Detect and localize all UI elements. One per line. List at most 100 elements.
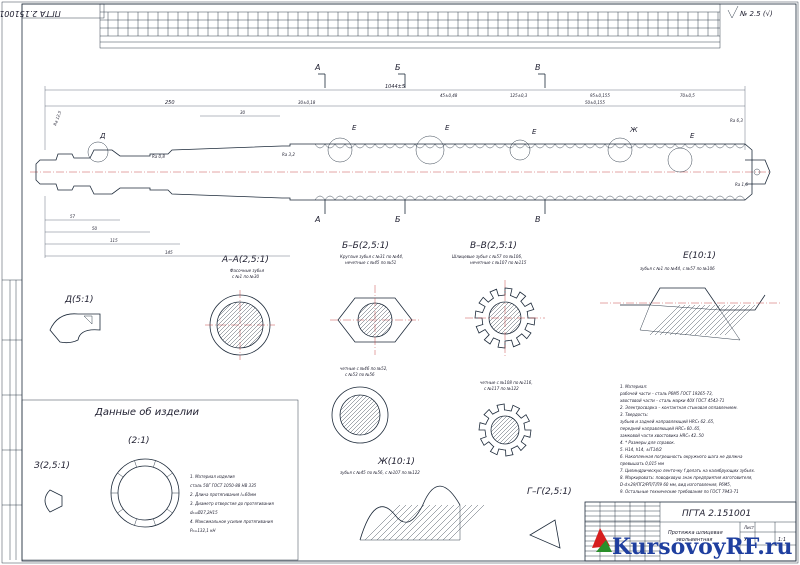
tooth-top xyxy=(494,143,506,149)
detail-e-title: Е(10:1) xyxy=(683,251,716,261)
hatch-line xyxy=(217,302,234,348)
hatch-line xyxy=(370,504,407,541)
tooth-top xyxy=(564,143,576,149)
hatch-line xyxy=(340,395,349,435)
tooth-bottom xyxy=(644,195,656,201)
hatch-line xyxy=(340,395,380,435)
hatch-line xyxy=(406,504,443,541)
tooth-bottom xyxy=(324,195,336,201)
tooth-bottom xyxy=(374,195,386,201)
section-vv-title: В–В(2,5:1) xyxy=(470,241,517,251)
hatch-line xyxy=(375,303,392,337)
hatch-line xyxy=(508,302,521,334)
tech-req-line: 8. Маркировать: поводковую знак предприя… xyxy=(620,475,753,480)
hatch-line xyxy=(724,304,756,336)
hatch-line xyxy=(654,304,686,336)
tech-req-line: замковой части хвостовика HRC₃ 42..50 xyxy=(620,433,704,438)
tooth-bottom xyxy=(514,195,526,201)
hatch-line xyxy=(400,504,437,541)
tooth-top xyxy=(434,143,446,149)
tooth-top xyxy=(524,143,536,149)
svg-text:125±0,3: 125±0,3 xyxy=(510,93,528,98)
hatch-line xyxy=(430,504,467,541)
svg-text:с №1 по №30: с №1 по №30 xyxy=(232,274,259,279)
hatch-line xyxy=(359,395,380,435)
hole-spline xyxy=(134,518,137,526)
tech-req-line: рабочей части – сталь Р6М5 ГОСТ 19265-73… xyxy=(619,391,713,396)
hatch-line xyxy=(504,302,521,334)
tooth-top xyxy=(314,143,326,149)
svg-text:Ra 3,2: Ra 3,2 xyxy=(282,152,295,157)
hatch-line xyxy=(491,416,512,444)
svg-text:Шлицевые зубья с №57 по №106,: Шлицевые зубья с №57 по №106, xyxy=(452,254,522,259)
detail-d: Д(5:1) xyxy=(49,295,101,344)
tooth-top xyxy=(734,143,746,149)
hatch-line xyxy=(491,416,519,444)
hatch-line xyxy=(502,416,519,444)
tech-req-line: 9. Остальные технические требования по Г… xyxy=(620,489,739,494)
svg-text:Ж: Ж xyxy=(629,126,638,134)
svg-text:250: 250 xyxy=(165,100,175,106)
hatch-line xyxy=(367,303,392,337)
svg-text:57: 57 xyxy=(70,214,76,219)
tooth-top xyxy=(694,143,706,149)
tech-req-line: 3. Твердость: xyxy=(620,412,649,417)
section-aa: А–А(2,5:1) Фасочные зубья с №1 по №30 xyxy=(205,255,275,360)
tooth-bottom xyxy=(494,195,506,201)
hatch-line xyxy=(498,416,519,444)
hatch-line xyxy=(217,302,250,348)
detail-e: Е(10:1) зубья с №1 по №44, с №57 по №106 xyxy=(600,251,780,341)
hatch-line xyxy=(340,395,373,435)
svg-text:Б: Б xyxy=(395,63,401,72)
hatch-line xyxy=(363,303,392,337)
hatch-line xyxy=(217,302,222,348)
hatch-line xyxy=(448,504,485,541)
tooth-top xyxy=(514,143,526,149)
svg-text:с №53 по №56: с №53 по №56 xyxy=(345,372,375,377)
hatch-line xyxy=(679,304,711,336)
tech-req-line: 4. * Размеры для справок. xyxy=(620,440,675,445)
tooth-bottom xyxy=(504,195,516,201)
tooth-bottom xyxy=(614,195,626,201)
detail-e-callout-2 xyxy=(415,135,445,165)
tooth-top xyxy=(594,143,606,149)
hatch-line xyxy=(674,304,706,336)
tooth-top xyxy=(504,143,516,149)
tooth-top xyxy=(384,143,396,149)
hatch-line xyxy=(358,303,371,337)
hatch-line xyxy=(217,302,238,348)
svg-text:В: В xyxy=(535,215,541,224)
hatch-line xyxy=(382,504,419,541)
main-view: А Б В А Б В 1044±5 250 30±0,18 45±0,48 xyxy=(30,63,771,258)
tooth-bottom xyxy=(624,195,636,201)
svg-text:Ra 12,5: Ra 12,5 xyxy=(52,110,62,127)
tech-req-line: зубьев и задней направляющей HRC₃ 62..65… xyxy=(620,419,714,424)
product-data-title: Данные об изделии xyxy=(94,406,199,418)
hatch-clip xyxy=(491,416,519,444)
svg-text:145: 145 xyxy=(165,250,173,255)
overall-length: 1044±5 xyxy=(385,84,405,90)
tooth-top xyxy=(544,143,556,149)
hatch-line xyxy=(379,303,392,337)
hatch-line xyxy=(246,302,263,348)
hole-spline xyxy=(134,460,137,468)
hatch-line xyxy=(242,302,263,348)
hatch-line xyxy=(358,303,379,337)
hatch-line xyxy=(340,395,361,435)
hatch-line xyxy=(491,416,492,444)
tooth-top xyxy=(614,143,626,149)
product-data-item: d₀=Ø27,2Н15 xyxy=(190,510,218,515)
tech-req-line: 2. Электросварка – контактная стыковая о… xyxy=(620,405,738,410)
hatch-line xyxy=(358,303,387,337)
detail-d-callout xyxy=(87,141,109,163)
hatch-line xyxy=(704,304,736,336)
tech-req-line: 5. H14, h14, ±IT14/2 xyxy=(620,447,662,452)
tooth-top xyxy=(534,143,546,149)
tech-req-line: передней направляющей HRC₃ 60..65, xyxy=(620,426,701,431)
tooth-bottom xyxy=(464,195,476,201)
hatch-line xyxy=(340,395,365,435)
tech-requirements: 1. Материал:рабочей части – сталь Р6М5 Г… xyxy=(619,384,755,494)
product-data-box: Данные об изделии (2:1) З(2,5:1) 1. Мате… xyxy=(21,399,299,561)
tooth-bottom xyxy=(344,195,356,201)
